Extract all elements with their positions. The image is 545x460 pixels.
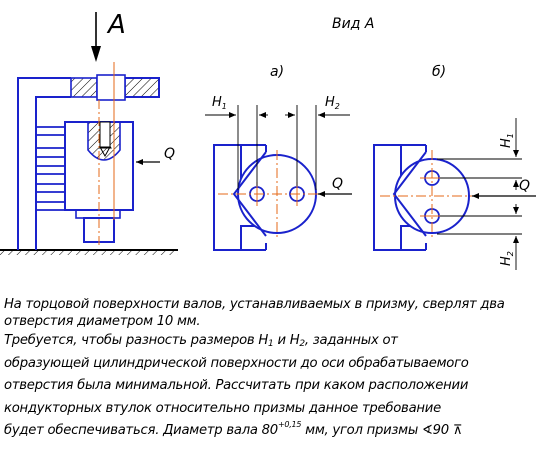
h2-label-a: H2 (325, 95, 340, 111)
fixture-section-view: А Q (0, 10, 178, 255)
statement-line-2: Требуется, чтобы разность размеров H1 и … (4, 333, 398, 349)
variant-a-view: а) H1 H2 (205, 64, 352, 251)
h2-label-b: H2 (499, 251, 515, 266)
statement-line-6: будет обеспечиваться. Диаметр вала 80+0,… (4, 420, 463, 439)
bushing-left (70, 77, 98, 98)
force-label-a: Q (332, 176, 343, 192)
dimension-lines-a (205, 105, 350, 190)
prism-jaws (36, 126, 66, 211)
variant-b-view: б) H1 H2 Q (373, 64, 536, 270)
view-letter: А (106, 10, 126, 40)
statement-line-4: отверстия была минимальной. Рассчитать п… (4, 378, 469, 394)
bushing-right (124, 77, 160, 98)
prism-symbol-icon: ⊼ (452, 423, 463, 439)
variant-a-label: а) (270, 64, 284, 80)
technical-drawing: А Q (0, 10, 536, 270)
statement-line-1: На торцовой поверхности валов, устанавли… (4, 297, 505, 329)
statement-line-3: образующей цилиндрической поверхности до… (4, 355, 469, 371)
h1-label-a: H1 (212, 95, 227, 111)
problem-statement: На торцовой поверхности валов, устанавли… (4, 296, 540, 443)
base-hatch (0, 250, 178, 255)
angle-icon: ∢ (421, 423, 433, 439)
statement-line-5: кондукторных втулок относительно призмы … (4, 400, 441, 416)
dimension-lines-b (437, 118, 522, 270)
bushing-bore (96, 74, 126, 101)
variant-b-label: б) (432, 64, 446, 80)
view-title: Вид А (332, 16, 374, 32)
force-label-left: Q (164, 146, 175, 162)
frame-body (17, 77, 160, 250)
h1-label-b: H1 (499, 133, 515, 148)
force-label-b: Q (519, 178, 530, 194)
